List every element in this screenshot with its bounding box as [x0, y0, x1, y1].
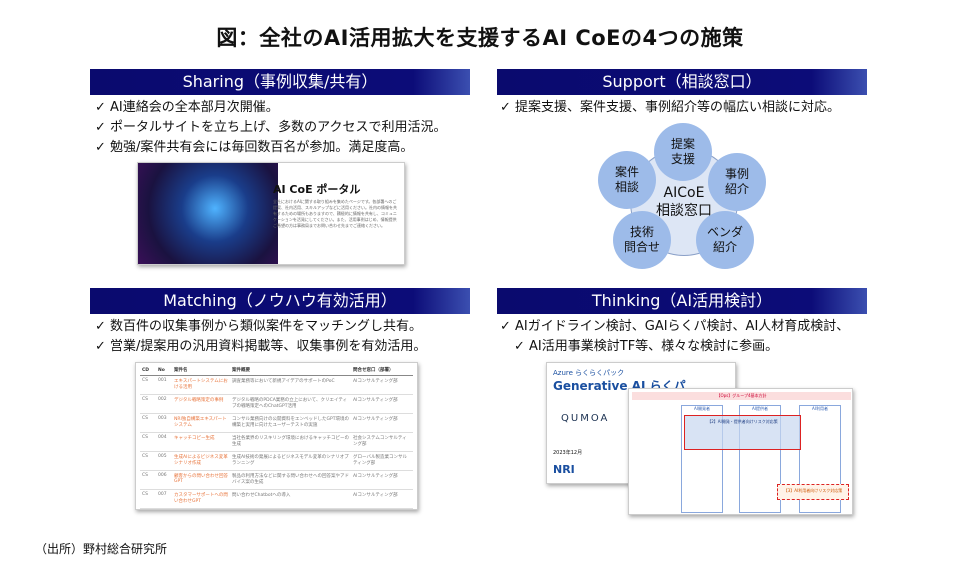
- table-cell: AIコンサルティング部: [351, 375, 413, 395]
- support-header: Support（相談窓口）: [497, 69, 867, 95]
- lane: AI利用者: [799, 405, 841, 513]
- table-cell: 顧客からの問い合わせ回答GPT: [172, 470, 230, 490]
- table-cell: 004: [156, 432, 172, 452]
- table-cell: エキスパートシステムにおける活用: [172, 375, 230, 395]
- source-note: （出所）野村総合研究所: [35, 542, 168, 556]
- qumoa-logo: QUMOA: [561, 413, 610, 424]
- risk-box: 【2】AI開発・提供者向けリスク対応策: [684, 415, 801, 450]
- table-cell: 社会システムコンサルティング部: [351, 432, 413, 452]
- sharing-header: Sharing（事例収集/共有）: [90, 69, 470, 95]
- bullet: ポータルサイトを立ち上げ、多数のアクセスで利用活況。: [95, 118, 446, 138]
- table-cell: AIコンサルティング部: [351, 470, 413, 490]
- table-cell: CS: [140, 470, 156, 490]
- bullet: 提案支援、案件支援、事例紹介等の幅広い相談に対応。: [500, 98, 840, 118]
- node-vendor: ベンダ紹介: [696, 211, 754, 269]
- node-project: 案件相談: [598, 151, 656, 209]
- table-cell: 006: [156, 470, 172, 490]
- table-cell: AIコンサルティング部: [351, 394, 413, 414]
- table-cell: 001: [156, 375, 172, 395]
- table-cell: CS: [140, 432, 156, 452]
- table-cell: キャッチコピー生成: [172, 432, 230, 452]
- nri-logo: NRI: [553, 463, 575, 476]
- table-cell: 003: [156, 413, 172, 433]
- doc-kicker: Azure らくらくパック: [553, 369, 625, 377]
- lane: AI提供者: [739, 405, 781, 513]
- bullet: 数百件の収集事例から類似案件をマッチングし共有。: [95, 317, 426, 337]
- table-cell: AIコンサルティング部: [351, 413, 413, 433]
- table-cell: デジタル戦略のPDCA業務の立上において、クリエイティブの戦略策定へのChatG…: [230, 394, 351, 414]
- node-tech: 技術問合せ: [613, 211, 671, 269]
- center-label: AICoE: [663, 185, 705, 201]
- ai-head-image: [138, 163, 278, 264]
- matching-bullets: 数百件の収集事例から類似案件をマッチングし共有。 営業/提案用の汎用資料掲載等、…: [95, 317, 426, 357]
- table-cell: 生成AIによるビジネス変革シナリオ作成: [172, 451, 230, 471]
- center-label: 相談窓口: [656, 203, 712, 219]
- thinking-header: Thinking（AI活用検討）: [497, 288, 867, 314]
- table-cell: 製品の利用方法などに関する問い合わせへの回答案やアドバイス案の生成: [230, 470, 351, 490]
- table-cell: 生成AI技術の発展によるビジネスモデル変革のシナリオプランニング: [230, 451, 351, 471]
- table-cell: 002: [156, 394, 172, 414]
- doc-date: 2023年12月: [553, 450, 583, 456]
- table-cell: CS: [140, 394, 156, 414]
- sharing-bullets: AI連絡会の全本部月次開催。 ポータルサイトを立ち上げ、多数のアクセスで利用活況…: [95, 98, 446, 158]
- table-cell: CS: [140, 413, 156, 433]
- risk-diagram: 【Ops】グループ4基本方針 AI開発者 AI提供者 AI利用者 【2】AI開発…: [628, 388, 853, 515]
- thinking-bullets: AIガイドライン検討、GAIらくパ検討、AI人材育成検討、 AI活用事業検討TF…: [500, 317, 849, 357]
- table-cell: 005: [156, 451, 172, 471]
- node-proposal: 提案支援: [654, 123, 712, 181]
- bullet: AI連絡会の全本部月次開催。: [95, 98, 446, 118]
- table-cell: AIコンサルティング部: [351, 489, 413, 509]
- table-cell: CS: [140, 489, 156, 509]
- support-bullets: 提案支援、案件支援、事例紹介等の幅広い相談に対応。: [500, 98, 840, 118]
- table-cell: 当社各業界のリスキリング環境におけるキャッチコピーの生成: [230, 432, 351, 452]
- portal-title: AI CoE ポータル: [273, 183, 361, 196]
- table-cell: グローバル製造業コンサルティング部: [351, 451, 413, 471]
- node-case-intro: 事例紹介: [708, 153, 766, 211]
- portal-screenshot: AI CoE ポータル 全社におけるAIに関する取り組みを集めたページです。各部…: [137, 162, 405, 265]
- table-cell: コンサル業務向けの公開資料をエンベッドしたGPT環境の構築と実用に向けたユーザー…: [230, 413, 351, 433]
- bullet: 勉強/案件共有会には毎回数百名が参加。満足度高。: [95, 138, 446, 158]
- table-cell: カスタマーサポートへの問い合わせGPT: [172, 489, 230, 509]
- user-risk-box: 【3】AI利用者向けリスク対応策: [777, 484, 849, 500]
- page-title: 図：全社のAI活用拡大を支援するAI CoEの4つの施策: [216, 26, 744, 50]
- bullet: AIガイドライン検討、GAIらくパ検討、AI人材育成検討、: [500, 317, 849, 337]
- table-cell: 問い合わせChatbotへの導入: [230, 489, 351, 509]
- bullet: 営業/提案用の汎用資料掲載等、収集事例を有効活用。: [95, 337, 426, 357]
- table-cell: 007: [156, 489, 172, 509]
- bullet-continued: AI活用事業検討TF等、様々な検討に参画。: [500, 337, 849, 357]
- diagram-banner: 【Ops】グループ4基本方針: [632, 392, 851, 400]
- table-cell: CS: [140, 375, 156, 395]
- table-cell: デジタル戦略策定の事例: [172, 394, 230, 414]
- lane: AI開発者: [681, 405, 723, 513]
- table-cell: NRI独自構築エキスパートシステム: [172, 413, 230, 433]
- matching-header: Matching（ノウハウ有効活用）: [90, 288, 470, 314]
- table-cell: CS: [140, 451, 156, 471]
- portal-text: 全社におけるAIに関する取り組みを集めたページです。各部署へのご提案、社内活用、…: [273, 199, 397, 228]
- table-cell: 調査業務等において新規アイデアのサポートのPoC: [230, 375, 351, 395]
